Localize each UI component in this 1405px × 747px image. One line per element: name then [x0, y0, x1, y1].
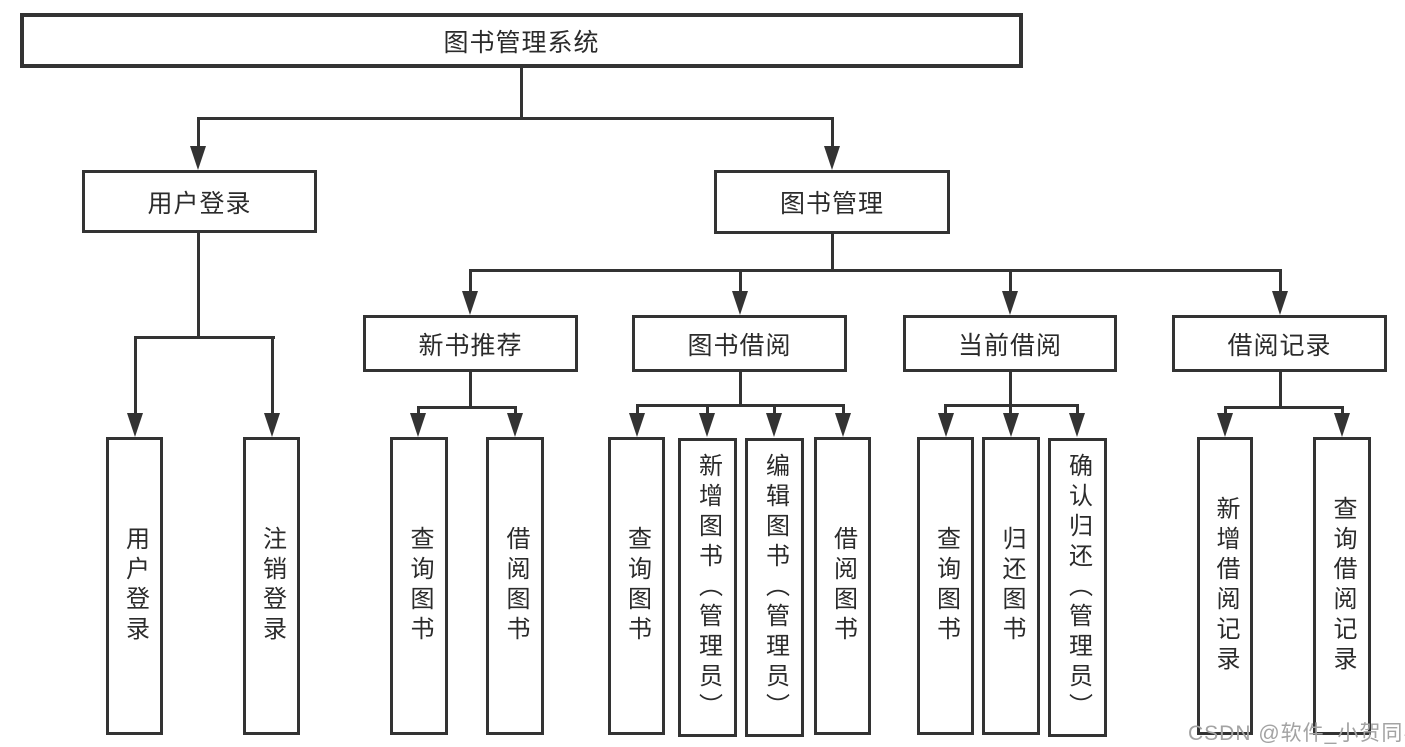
- node-borrowing-records: 借阅记录: [1172, 315, 1387, 372]
- connector-arrow-icon: [824, 146, 840, 170]
- connector-arrow-icon: [127, 413, 143, 437]
- leaf-label: 注销登录: [258, 526, 286, 646]
- node-library-management-system: 图书管理系统: [20, 13, 1023, 68]
- node-label: 用户登录: [147, 189, 252, 218]
- connector-arrow-icon: [1334, 413, 1350, 437]
- leaf-edit-books-admin: 编辑图书（管理员）: [745, 438, 804, 737]
- connector-arrow-icon: [937, 413, 954, 437]
- connector-line: [196, 116, 834, 120]
- leaf-borrow-books-recommend: 借阅图书: [486, 437, 544, 735]
- leaf-add-books-admin: 新增图书（管理员）: [678, 438, 737, 737]
- node-user-login: 用户登录: [82, 170, 317, 233]
- connector-line: [1075, 405, 1079, 415]
- connector-line: [1278, 270, 1282, 293]
- node-label: 借阅记录: [1227, 331, 1332, 360]
- leaf-label: 借阅图书: [502, 526, 529, 646]
- connector-line: [841, 405, 845, 415]
- connector-line: [738, 372, 742, 405]
- leaf-label: 借阅图书: [829, 526, 857, 646]
- node-label: 当前借阅: [957, 331, 1062, 360]
- leaf-query-borrow-record: 查询借阅记录: [1313, 437, 1371, 735]
- node-current-borrowing: 当前借阅: [903, 315, 1117, 372]
- node-label: 图书借阅: [687, 331, 792, 360]
- connector-line: [738, 270, 742, 293]
- connector-line: [513, 407, 517, 415]
- connector-line: [1008, 372, 1012, 405]
- connector-line: [1009, 405, 1012, 415]
- leaf-confirm-return-admin: 确认归还（管理员）: [1048, 438, 1107, 737]
- connector-line: [468, 268, 1282, 272]
- leaf-label: 查询图书: [932, 526, 960, 646]
- connector-arrow-icon: [190, 146, 206, 170]
- connector-line: [830, 118, 834, 148]
- leaf-label: 编辑图书（管理员）: [761, 452, 789, 723]
- node-book-borrowing: 图书借阅: [632, 315, 847, 372]
- node-book-management: 图书管理: [714, 170, 950, 234]
- connector-line: [416, 407, 420, 415]
- connector-line: [270, 337, 274, 414]
- connector-line: [1340, 407, 1344, 415]
- leaf-borrow-books: 借阅图书: [814, 437, 871, 735]
- connector-line: [1008, 270, 1012, 293]
- node-label: 图书管理系统: [443, 28, 600, 57]
- leaf-label: 归还图书: [998, 526, 1025, 646]
- connector-line: [1223, 405, 1344, 409]
- connector-line: [635, 403, 845, 407]
- connector-arrow-icon: [1002, 291, 1018, 315]
- connector-arrow-icon: [835, 413, 851, 437]
- leaf-label: 查询图书: [406, 526, 433, 646]
- leaf-label: 新增借阅记录: [1212, 496, 1239, 676]
- connector-line: [705, 405, 709, 415]
- leaf-user-login: 用户登录: [106, 437, 163, 735]
- connector-line: [830, 234, 834, 270]
- leaf-query-books-current: 查询图书: [917, 437, 974, 735]
- connector-line: [1278, 372, 1282, 407]
- connector-arrow-icon: [766, 413, 782, 437]
- leaf-label: 确认归还（管理员）: [1064, 452, 1092, 723]
- csdn-watermark: CSDN @软件_小贺同学: [1188, 722, 1405, 745]
- connector-arrow-icon: [732, 291, 748, 315]
- leaf-label: 新增图书（管理员）: [694, 452, 722, 723]
- leaf-query-books-borrowing: 查询图书: [608, 437, 665, 735]
- leaf-add-borrow-record: 新增借阅记录: [1197, 437, 1253, 735]
- connector-arrow-icon: [507, 413, 523, 437]
- connector-line: [133, 335, 275, 339]
- connector-arrow-icon: [699, 413, 715, 437]
- node-new-book-recommendation: 新书推荐: [363, 315, 578, 372]
- connector-line: [416, 405, 517, 409]
- connector-arrow-icon: [264, 413, 280, 437]
- connector-line: [468, 270, 472, 293]
- connector-line: [196, 118, 200, 148]
- leaf-logout: 注销登录: [243, 437, 300, 735]
- connector-arrow-icon: [1069, 413, 1085, 437]
- connector-arrow-icon: [1272, 291, 1288, 315]
- node-label: 新书推荐: [418, 331, 523, 360]
- connector-line: [468, 372, 472, 407]
- connector-arrow-icon: [1217, 413, 1233, 437]
- leaf-return-books: 归还图书: [982, 437, 1040, 735]
- leaf-query-books-recommend: 查询图书: [390, 437, 448, 735]
- leaf-label: 查询图书: [623, 526, 651, 646]
- connector-line: [635, 405, 639, 415]
- connector-arrow-icon: [1002, 413, 1019, 437]
- connector-line: [196, 233, 200, 337]
- connector-line: [519, 68, 523, 118]
- connector-arrow-icon: [629, 413, 645, 437]
- connector-line: [944, 405, 947, 415]
- connector-line: [133, 337, 137, 414]
- node-label: 图书管理: [779, 190, 884, 218]
- connector-line: [772, 405, 776, 415]
- connector-line: [1223, 407, 1227, 415]
- leaf-label: 查询借阅记录: [1329, 496, 1356, 676]
- connector-arrow-icon: [410, 413, 426, 437]
- leaf-label: 用户登录: [121, 526, 149, 646]
- connector-arrow-icon: [462, 291, 478, 315]
